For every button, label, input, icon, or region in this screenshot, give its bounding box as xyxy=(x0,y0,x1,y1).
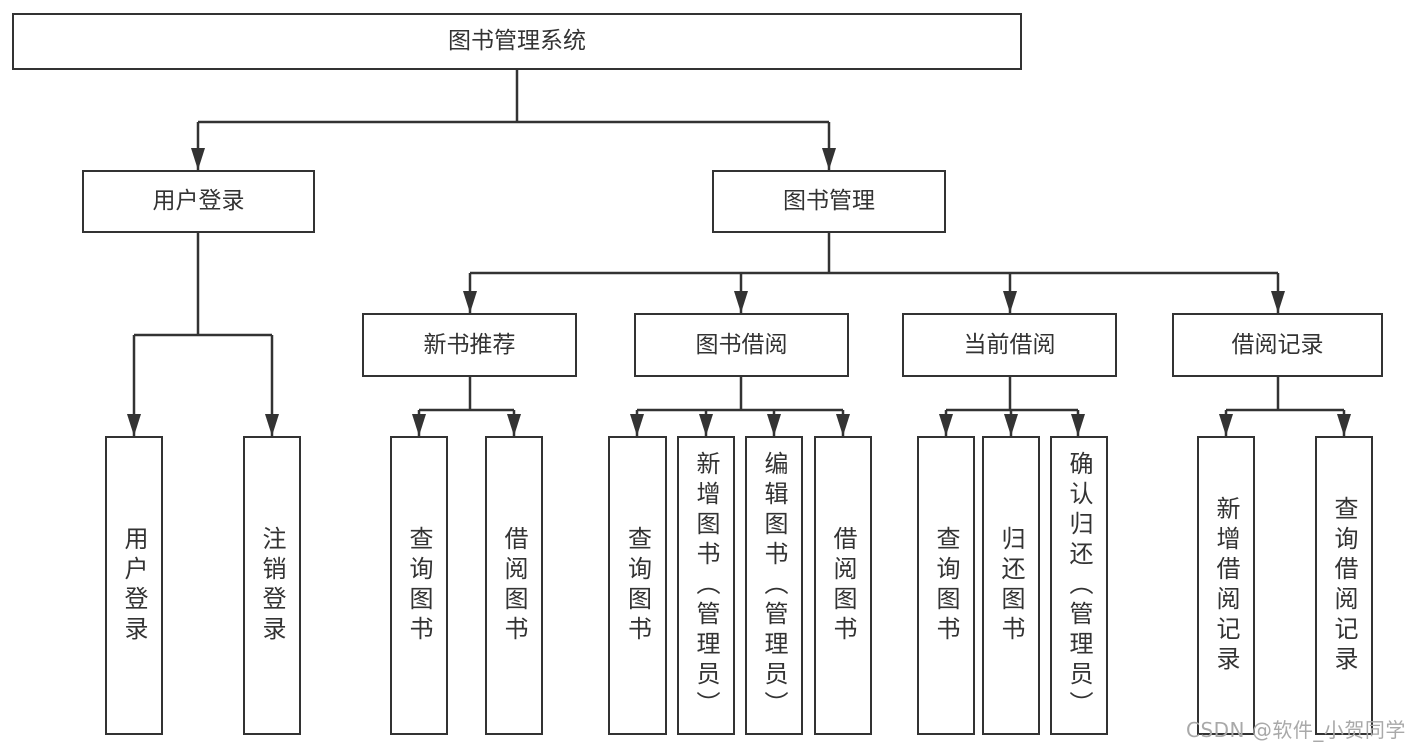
leaf-user-login: 用户登录 xyxy=(105,436,163,735)
leaf-br-add-record: 新增借阅记录 xyxy=(1197,436,1255,735)
node-library-management-system: 图书管理系统 xyxy=(12,13,1022,70)
leaf-logout: 注销登录 xyxy=(243,436,301,735)
leaf-bb-add-books-admin: 新增图书（管理员） xyxy=(677,436,735,735)
node-borrowing-records: 借阅记录 xyxy=(1172,313,1383,377)
node-book-management: 图书管理 xyxy=(712,170,946,233)
leaf-cb-return-books: 归还图书 xyxy=(982,436,1040,735)
leaf-br-query-record: 查询借阅记录 xyxy=(1315,436,1373,735)
leaf-bb-edit-books-admin: 编辑图书（管理员） xyxy=(745,436,803,735)
leaf-bb-borrow-books: 借阅图书 xyxy=(814,436,872,735)
node-book-borrowing: 图书借阅 xyxy=(634,313,849,377)
leaf-cb-query-books: 查询图书 xyxy=(917,436,975,735)
node-new-book-recommend: 新书推荐 xyxy=(362,313,577,377)
watermark: CSDN @软件_小贺同学 xyxy=(1186,718,1405,742)
node-current-borrowing: 当前借阅 xyxy=(902,313,1117,377)
leaf-nb-query-books: 查询图书 xyxy=(390,436,448,735)
node-user-login: 用户登录 xyxy=(82,170,315,233)
leaf-bb-query-books: 查询图书 xyxy=(608,436,667,735)
leaf-nb-borrow-books: 借阅图书 xyxy=(485,436,543,735)
leaf-cb-confirm-return-admin: 确认归还（管理员） xyxy=(1050,436,1108,735)
